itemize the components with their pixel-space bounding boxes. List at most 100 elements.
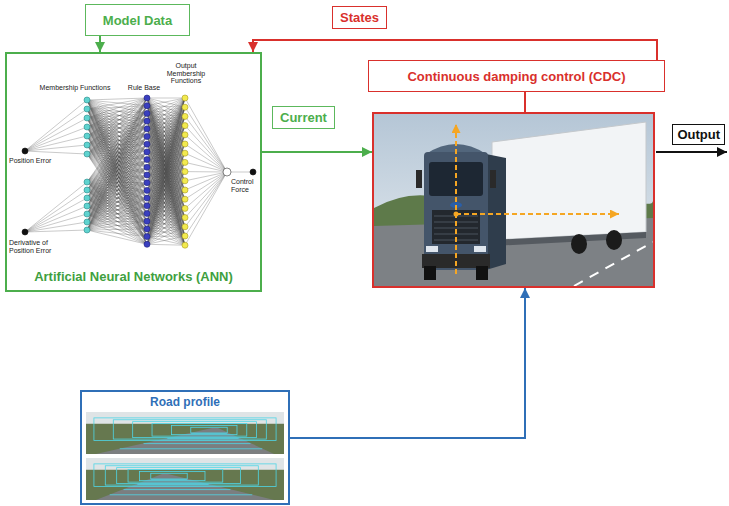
rule-neuron — [144, 172, 150, 178]
grid-line — [191, 433, 227, 434]
network-link — [147, 218, 185, 245]
membership-neuron — [84, 187, 90, 193]
network-link — [87, 198, 147, 244]
output-neuron — [182, 178, 188, 184]
grid-line — [167, 438, 238, 439]
network-link — [147, 227, 185, 245]
box-title: Continuous damping control (CDC) — [407, 69, 625, 84]
trailer-skirt — [492, 232, 646, 246]
network-link — [25, 127, 87, 151]
network-link — [87, 152, 147, 230]
grid-frame — [139, 471, 205, 480]
rule-neuron — [144, 211, 150, 217]
network-link — [87, 230, 147, 237]
grille-bar — [434, 228, 478, 229]
network-link — [147, 172, 185, 245]
network-link — [185, 135, 227, 172]
network-link — [87, 198, 147, 230]
rule-neuron — [144, 241, 150, 247]
damping-box: Continuous damping control (CDC) — [368, 60, 665, 92]
network-link — [147, 237, 185, 246]
network-link — [87, 182, 147, 244]
network-link — [185, 98, 227, 172]
network-link — [147, 244, 185, 246]
membership-neuron — [84, 211, 90, 217]
network-link — [25, 118, 87, 151]
sum-neuron — [223, 168, 231, 176]
network-link — [147, 107, 185, 244]
network-link — [147, 144, 185, 244]
grid-frame — [171, 425, 237, 434]
network-link — [185, 144, 227, 172]
network-link — [147, 107, 185, 229]
network-link — [87, 206, 147, 230]
network-link — [147, 98, 185, 229]
truck-photo — [374, 114, 653, 286]
road-surface — [96, 474, 274, 500]
layer-label: Output Membership Functions — [163, 62, 209, 85]
network-link — [87, 230, 147, 244]
network-link — [185, 153, 227, 172]
network-link — [87, 221, 147, 230]
network-link — [87, 98, 147, 118]
network-link — [147, 126, 185, 237]
network-link — [25, 206, 87, 232]
output-neuron — [182, 224, 188, 230]
network-link — [87, 136, 147, 198]
terminal-dot-group — [22, 148, 256, 235]
axis-origin — [454, 212, 459, 217]
network-link — [147, 98, 185, 244]
trailer — [492, 122, 646, 240]
membership-neuron — [84, 195, 90, 201]
rule-neuron — [144, 234, 150, 240]
network-link — [87, 100, 147, 237]
grid-frame — [105, 466, 258, 485]
membership-neuron — [84, 106, 90, 112]
input-label: Position Error — [9, 157, 69, 165]
grid-line — [137, 484, 208, 485]
network-link — [87, 167, 147, 230]
network-link — [147, 135, 185, 245]
rule-neuron — [144, 203, 150, 209]
output-neuron — [182, 196, 188, 202]
longitudinal-axis — [456, 213, 619, 215]
network-link — [87, 183, 147, 230]
membership-neuron — [84, 124, 90, 130]
network-link — [87, 144, 147, 230]
membership-neuron — [84, 133, 90, 139]
network-link — [87, 98, 147, 109]
network-link — [87, 109, 147, 237]
grid-frame — [113, 420, 266, 439]
grid-frame — [152, 424, 247, 437]
grid-line — [110, 494, 253, 495]
grid-line — [124, 489, 231, 490]
rule-neuron — [144, 149, 150, 155]
vertical-axis — [455, 124, 457, 274]
network-link — [25, 109, 87, 151]
network-link — [147, 199, 185, 244]
network-link — [25, 136, 87, 151]
network-link — [87, 190, 147, 237]
vehicle-box — [372, 112, 655, 288]
box-title: Artificial Neural Networks (ANN) — [34, 269, 233, 284]
network-link — [185, 172, 227, 208]
road-surface — [96, 428, 274, 454]
membership-neuron — [84, 115, 90, 121]
network-link — [147, 190, 185, 214]
rule-neuron — [144, 187, 150, 193]
trees — [86, 458, 284, 500]
input-label: Derivative of Position Error — [9, 239, 59, 254]
network-link — [147, 181, 185, 245]
grid-frame — [94, 464, 276, 487]
terminal-dot — [250, 169, 256, 175]
input-box: Model Data — [85, 4, 190, 36]
rule-neuron — [144, 95, 150, 101]
output-neuron — [182, 242, 188, 248]
network-link — [87, 98, 147, 127]
network-link — [87, 127, 147, 244]
membership-neuron — [84, 179, 90, 185]
network-link — [25, 230, 87, 232]
grid-frame — [94, 418, 276, 441]
connector-group — [100, 36, 657, 438]
signal-connector — [524, 92, 526, 112]
